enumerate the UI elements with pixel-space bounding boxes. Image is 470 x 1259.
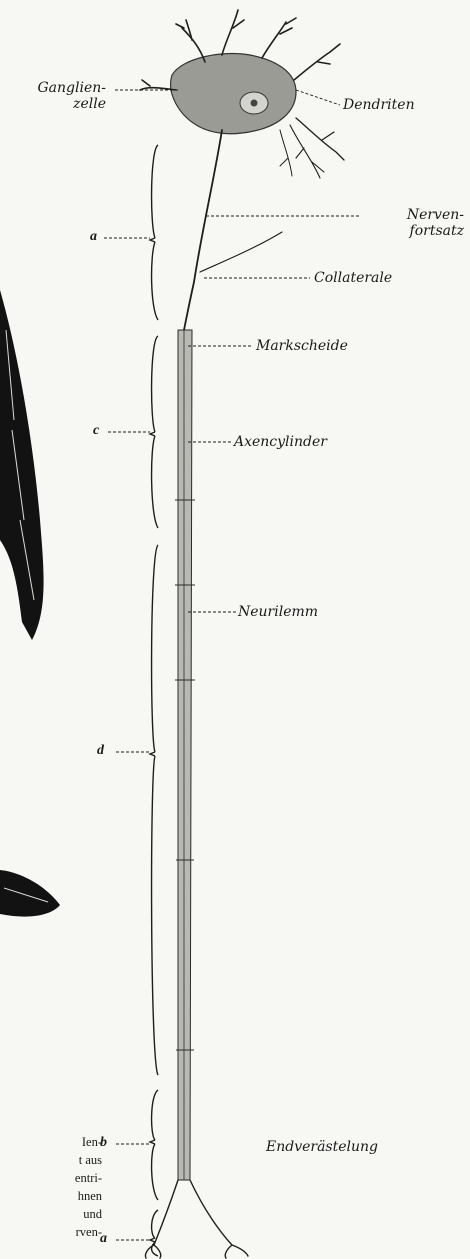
segment-letter-a-top: a (90, 229, 97, 245)
caption-line: und (40, 1205, 102, 1223)
axon-initial-segment (184, 130, 282, 330)
caption-line: t aus (40, 1151, 102, 1169)
label-ganglienzelle: Ganglien- zelle (6, 80, 106, 112)
segment-letter-d: d (97, 743, 104, 759)
myelinated-fiber (175, 330, 195, 1180)
label-collaterale: Collaterale (314, 270, 392, 286)
label-neurilemm: Neurilemm (238, 604, 318, 620)
leader-lines (104, 90, 360, 1240)
segment-letter-c: c (93, 423, 99, 439)
terminal-branches (145, 1180, 248, 1258)
label-axencylinder: Axencylinder (234, 434, 327, 450)
caption-fragment: Ien- t aus entri- hnen und rven- (40, 1133, 102, 1241)
label-markscheide: Markscheide (256, 338, 348, 354)
label-nervenfortsatz: Nerven- fortsatz (366, 207, 464, 239)
caption-line: rven- (40, 1223, 102, 1241)
label-endverastelung: Endverästelung (266, 1139, 378, 1155)
caption-line: entri- (40, 1169, 102, 1187)
ganglion-cell (171, 54, 296, 134)
left-partial-figure (0, 290, 60, 917)
label-dendriten: Dendriten (343, 97, 415, 113)
caption-line: hnen (40, 1187, 102, 1205)
caption-line: Ien- (40, 1133, 102, 1151)
segment-braces (150, 145, 158, 1256)
